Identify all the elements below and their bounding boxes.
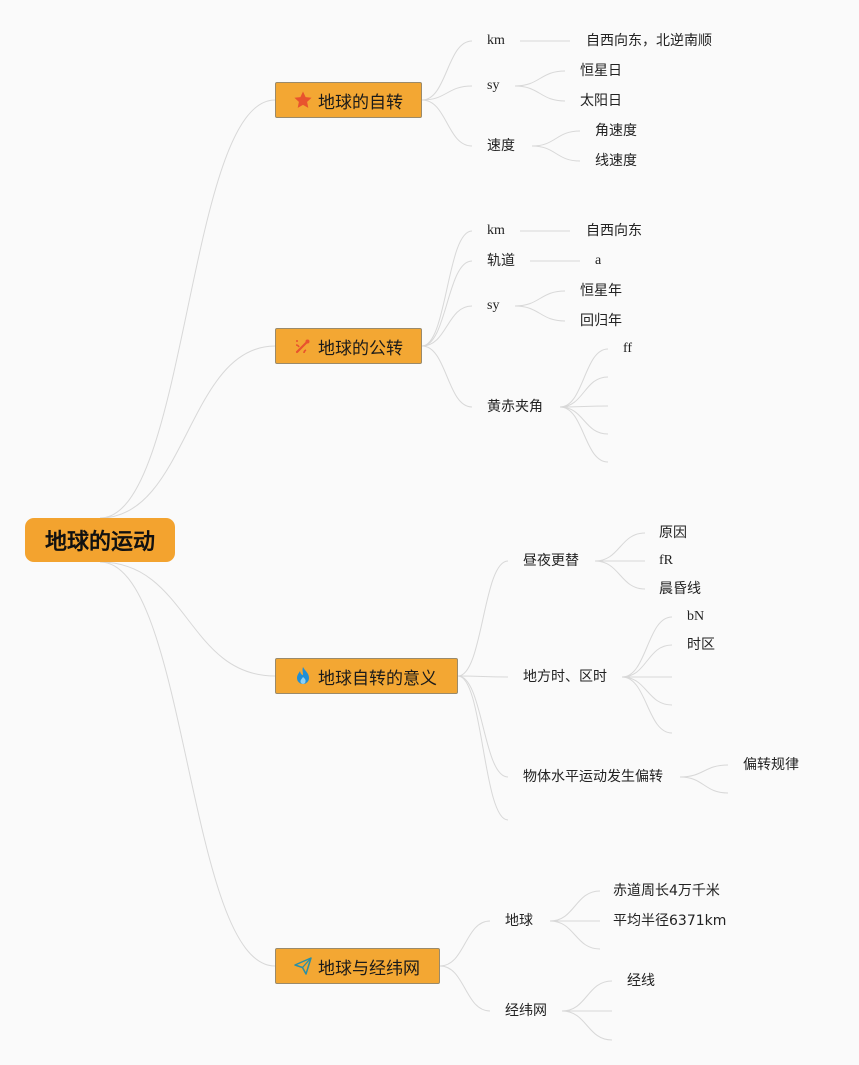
connector-line bbox=[559, 348, 609, 408]
significance-localtime-item[interactable]: 时区 bbox=[687, 637, 715, 653]
topic-revolution-title: 地球的公转 bbox=[318, 338, 403, 359]
topic-grid[interactable]: 地球与经纬网 bbox=[275, 948, 440, 984]
connector-line bbox=[439, 920, 491, 967]
connector-line bbox=[561, 980, 613, 1012]
significance-localtime-label[interactable]: 地方时、区时 bbox=[523, 669, 607, 685]
revolution-sy-label[interactable]: sy bbox=[487, 298, 500, 313]
connector-line bbox=[457, 560, 509, 677]
paper-plane-icon bbox=[292, 955, 314, 977]
connector-line bbox=[421, 230, 473, 347]
rotation-km-value[interactable]: 自西向东，北逆南顺 bbox=[586, 33, 712, 49]
connector-line bbox=[514, 305, 566, 322]
connector-line bbox=[559, 376, 609, 408]
connector-line bbox=[421, 345, 473, 408]
connector-line bbox=[421, 305, 473, 347]
connector-line bbox=[99, 99, 276, 519]
connector-line bbox=[421, 40, 473, 101]
connector-line bbox=[679, 776, 729, 794]
grid-graticule-item[interactable]: 经线 bbox=[627, 973, 655, 989]
connector-line bbox=[594, 532, 646, 562]
significance-localtime-item[interactable]: bN bbox=[687, 609, 705, 624]
grid-graticule-label[interactable]: 经纬网 bbox=[505, 1003, 547, 1019]
connector-line bbox=[621, 676, 673, 734]
revolution-sy-item[interactable]: 回归年 bbox=[580, 313, 622, 329]
rotation-speed-item[interactable]: 线速度 bbox=[595, 153, 637, 169]
connector-line bbox=[99, 345, 276, 519]
connector-line bbox=[559, 405, 609, 408]
connector-line bbox=[561, 1010, 613, 1041]
grid-earth-label[interactable]: 地球 bbox=[505, 913, 533, 929]
connector-line bbox=[679, 764, 729, 778]
revolution-orbit-value[interactable]: a bbox=[595, 253, 602, 268]
grid-earth-item[interactable]: 平均半径6371km bbox=[613, 913, 727, 929]
rotation-km-label[interactable]: km bbox=[487, 33, 505, 48]
significance-daynight-label[interactable]: 昼夜更替 bbox=[523, 553, 579, 569]
connector-line bbox=[457, 675, 509, 678]
revolution-obliquity-item[interactable]: ff bbox=[623, 341, 633, 356]
topic-grid-title: 地球与经纬网 bbox=[318, 958, 420, 979]
significance-daynight-item[interactable]: 原因 bbox=[659, 525, 687, 541]
revolution-km-value[interactable]: 自西向东 bbox=[586, 223, 642, 239]
connector-line bbox=[514, 290, 566, 307]
rotation-sy-item[interactable]: 恒星日 bbox=[580, 63, 622, 79]
connector-line bbox=[549, 920, 601, 950]
connector-line bbox=[621, 676, 673, 706]
revolution-obliquity-label[interactable]: 黄赤夹角 bbox=[487, 399, 543, 415]
satellite-icon bbox=[292, 335, 314, 357]
connector-line bbox=[559, 406, 609, 435]
rotation-sy-item[interactable]: 太阳日 bbox=[580, 93, 622, 109]
rotation-speed-label[interactable]: 速度 bbox=[487, 138, 515, 154]
rotation-sy-label[interactable]: sy bbox=[487, 78, 500, 93]
star-icon bbox=[292, 89, 314, 111]
connector-line bbox=[99, 561, 276, 677]
connector-line bbox=[531, 130, 581, 147]
connector-line bbox=[457, 675, 509, 778]
connector-line bbox=[514, 70, 566, 87]
connector-line bbox=[531, 145, 581, 162]
significance-daynight-item[interactable]: fR bbox=[659, 553, 673, 568]
connector-line bbox=[621, 616, 673, 678]
connector-line bbox=[621, 644, 673, 678]
topic-rotation-title: 地球的自转 bbox=[318, 92, 403, 113]
connector-line bbox=[594, 560, 646, 590]
topic-significance-title: 地球自转的意义 bbox=[318, 668, 437, 689]
revolution-orbit-label[interactable]: 轨道 bbox=[487, 253, 515, 269]
connector-line bbox=[421, 99, 473, 147]
topic-rotation[interactable]: 地球的自转 bbox=[275, 82, 422, 118]
grid-earth-item[interactable]: 赤道周长4万千米 bbox=[613, 883, 720, 899]
connector-line bbox=[559, 406, 609, 463]
connector-line bbox=[99, 561, 276, 967]
revolution-km-label[interactable]: km bbox=[487, 223, 505, 238]
topic-revolution[interactable]: 地球的公转 bbox=[275, 328, 422, 364]
revolution-sy-item[interactable]: 恒星年 bbox=[580, 283, 622, 299]
connector-line bbox=[549, 890, 601, 922]
connector-line bbox=[421, 85, 473, 101]
significance-daynight-item[interactable]: 晨昏线 bbox=[659, 581, 701, 597]
root-topic[interactable]: 地球的运动 bbox=[25, 518, 175, 562]
rotation-speed-item[interactable]: 角速度 bbox=[595, 123, 637, 139]
topic-significance[interactable]: 地球自转的意义 bbox=[275, 658, 458, 694]
connector-line bbox=[439, 965, 491, 1012]
fire-icon bbox=[292, 665, 314, 687]
significance-deflection-item[interactable]: 偏转规律 bbox=[743, 757, 799, 773]
connector-line bbox=[421, 260, 473, 347]
connector-line bbox=[457, 675, 509, 821]
connector-line bbox=[514, 85, 566, 102]
significance-deflection-label[interactable]: 物体水平运动发生偏转 bbox=[523, 769, 663, 785]
